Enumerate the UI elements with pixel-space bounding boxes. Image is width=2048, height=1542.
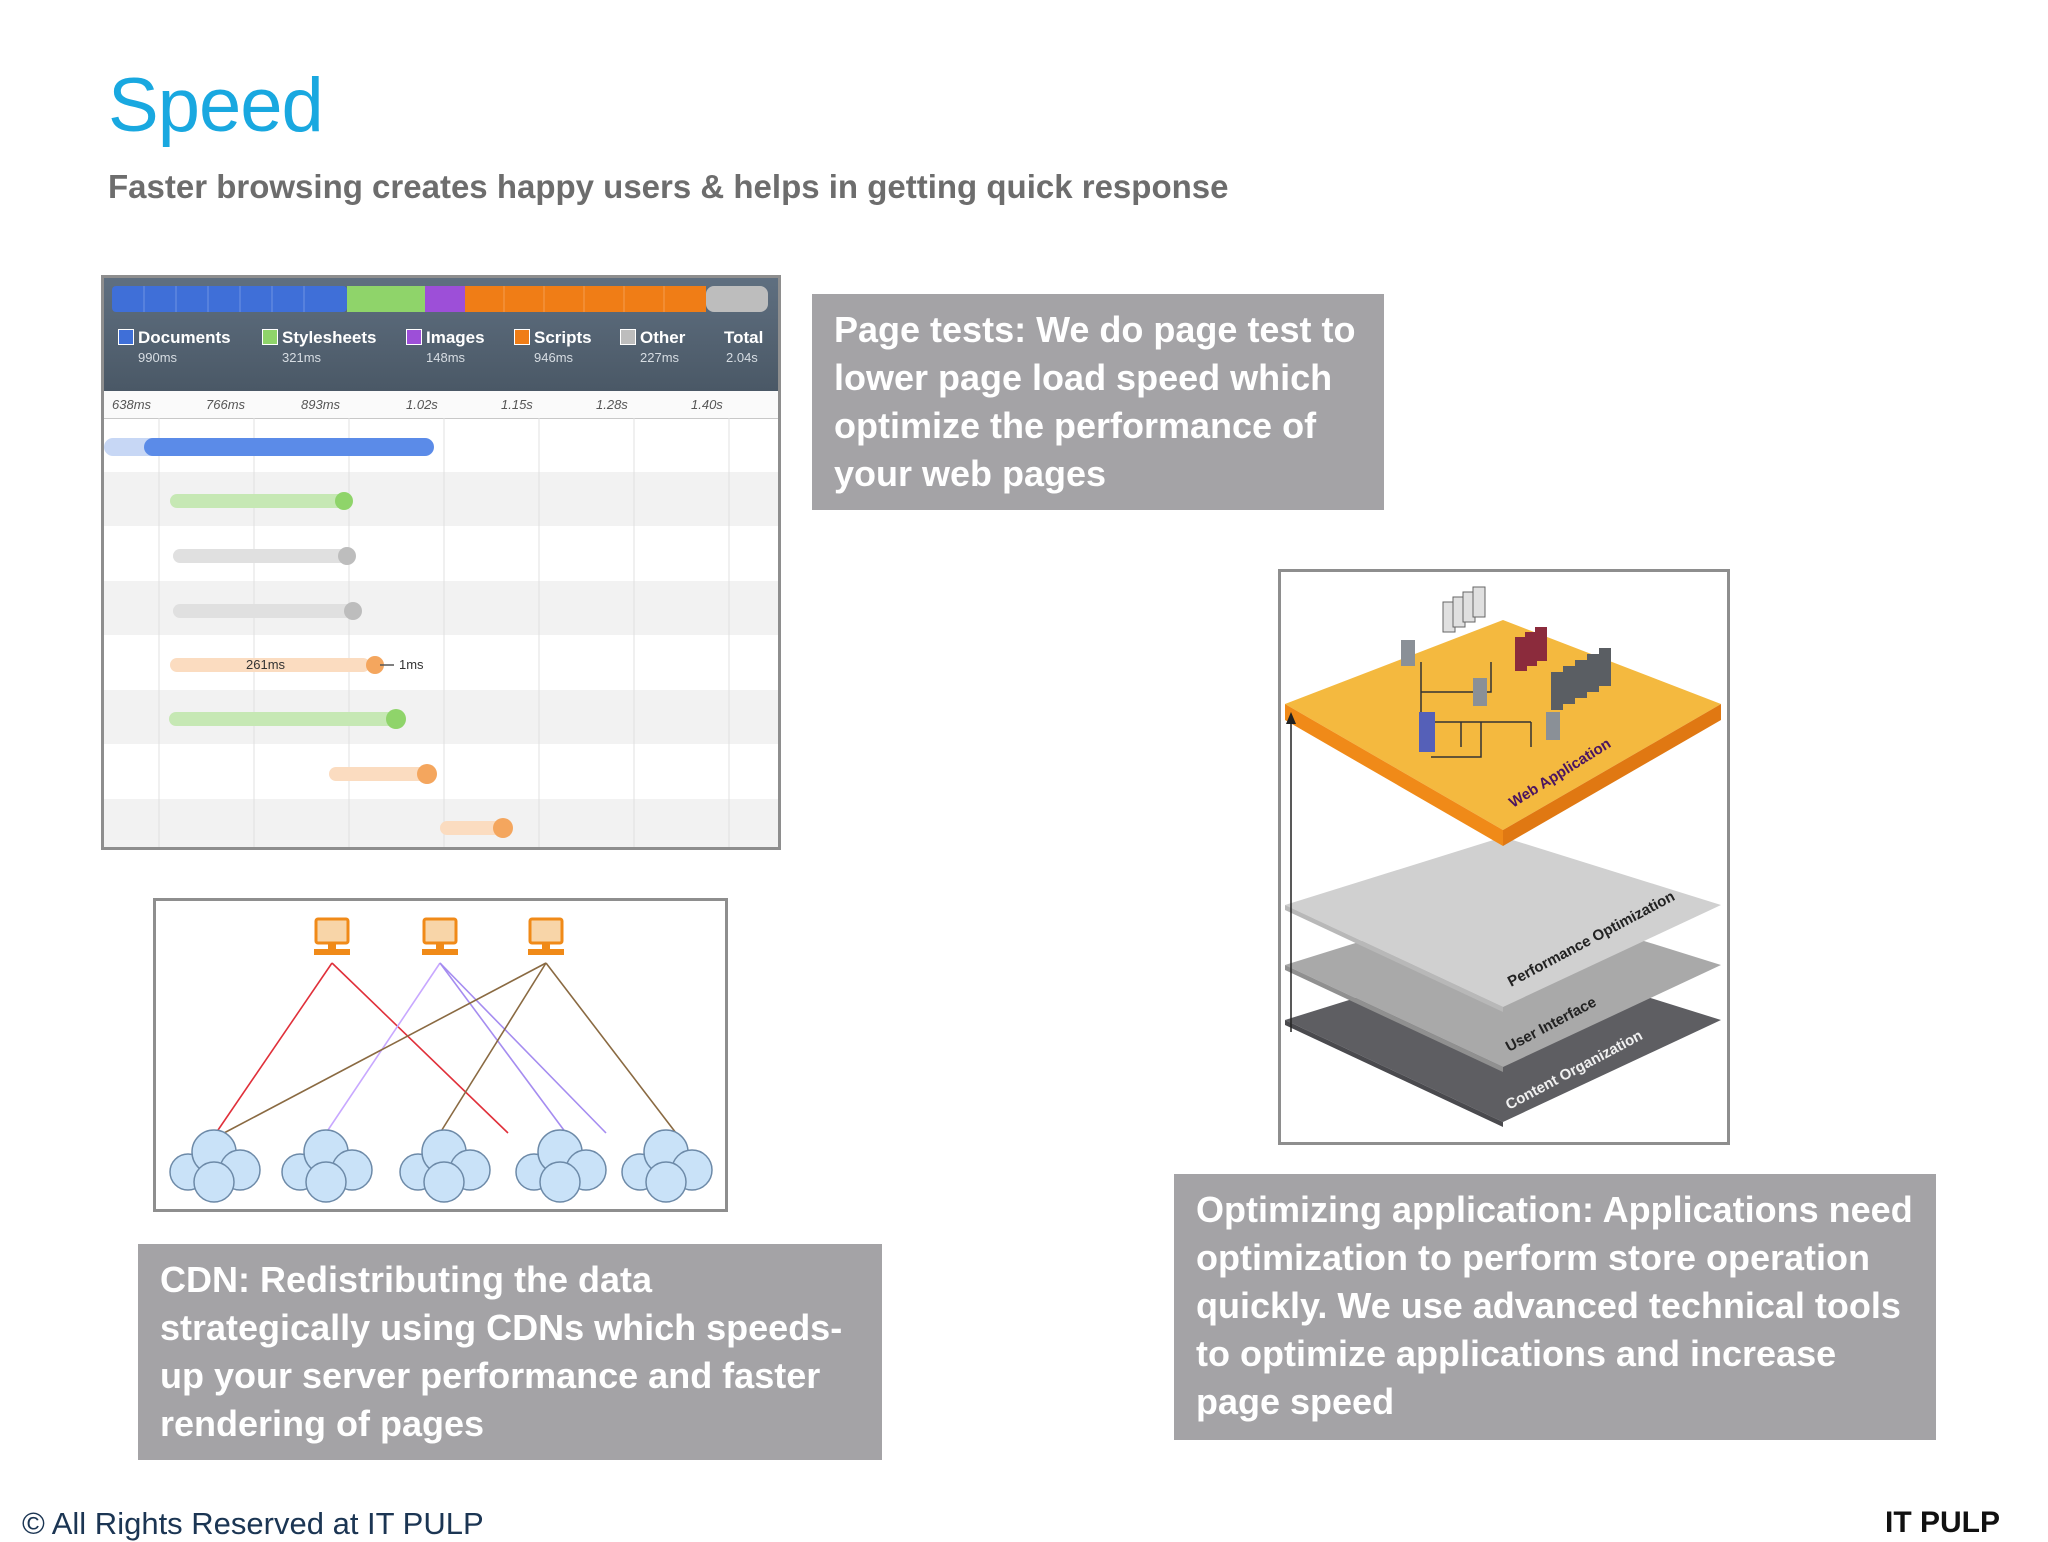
slide-subtitle: Faster browsing creates happy users & he… — [108, 168, 1229, 205]
layer-stack-svg: Web Application Performance Optimization… — [1285, 586, 1721, 1127]
cdn-caption: CDN: Redistributing the data strategical… — [138, 1244, 882, 1460]
footer-brand: IT PULP — [1884, 1506, 2000, 1539]
tick-label: 1.02s — [406, 397, 438, 412]
page-tests-caption: Page tests: We do page test to lower pag… — [812, 294, 1384, 510]
computer-icons — [314, 917, 564, 955]
cdn-network-svg — [169, 917, 713, 1203]
tick-label: 638ms — [112, 397, 152, 412]
server-racks — [1401, 586, 1611, 752]
stack-arrow-head — [1286, 712, 1296, 724]
slide-title: Speed — [108, 63, 324, 148]
waterfall-timeline-ticks: 638ms 766ms 893ms 1.02s 1.15s 1.28s 1.40… — [104, 391, 778, 419]
layer-performance-optimization — [1285, 837, 1721, 1012]
tick-label: 1.28s — [596, 397, 628, 412]
layer-web-application — [1285, 620, 1721, 846]
waterfall-rows — [104, 418, 778, 847]
tick-label: 893ms — [301, 397, 341, 412]
tick-label: 1.15s — [501, 397, 533, 412]
cdn-network-diagram — [153, 898, 728, 1212]
tick-label: 1.40s — [691, 397, 723, 412]
cloud-icons — [169, 1129, 713, 1203]
layer-stack-diagram: Web Application Performance Optimization… — [1278, 569, 1730, 1145]
waterfall-duration-label: 261ms — [246, 657, 286, 672]
tick-label: 766ms — [206, 397, 246, 412]
optimizing-application-caption: Optimizing application: Applications nee… — [1174, 1174, 1936, 1440]
waterfall-summary-bar — [112, 286, 768, 312]
footer-copyright: © All Rights Reserved at IT PULP — [22, 1506, 484, 1541]
waterfall-wait-label: 1ms — [399, 657, 424, 672]
